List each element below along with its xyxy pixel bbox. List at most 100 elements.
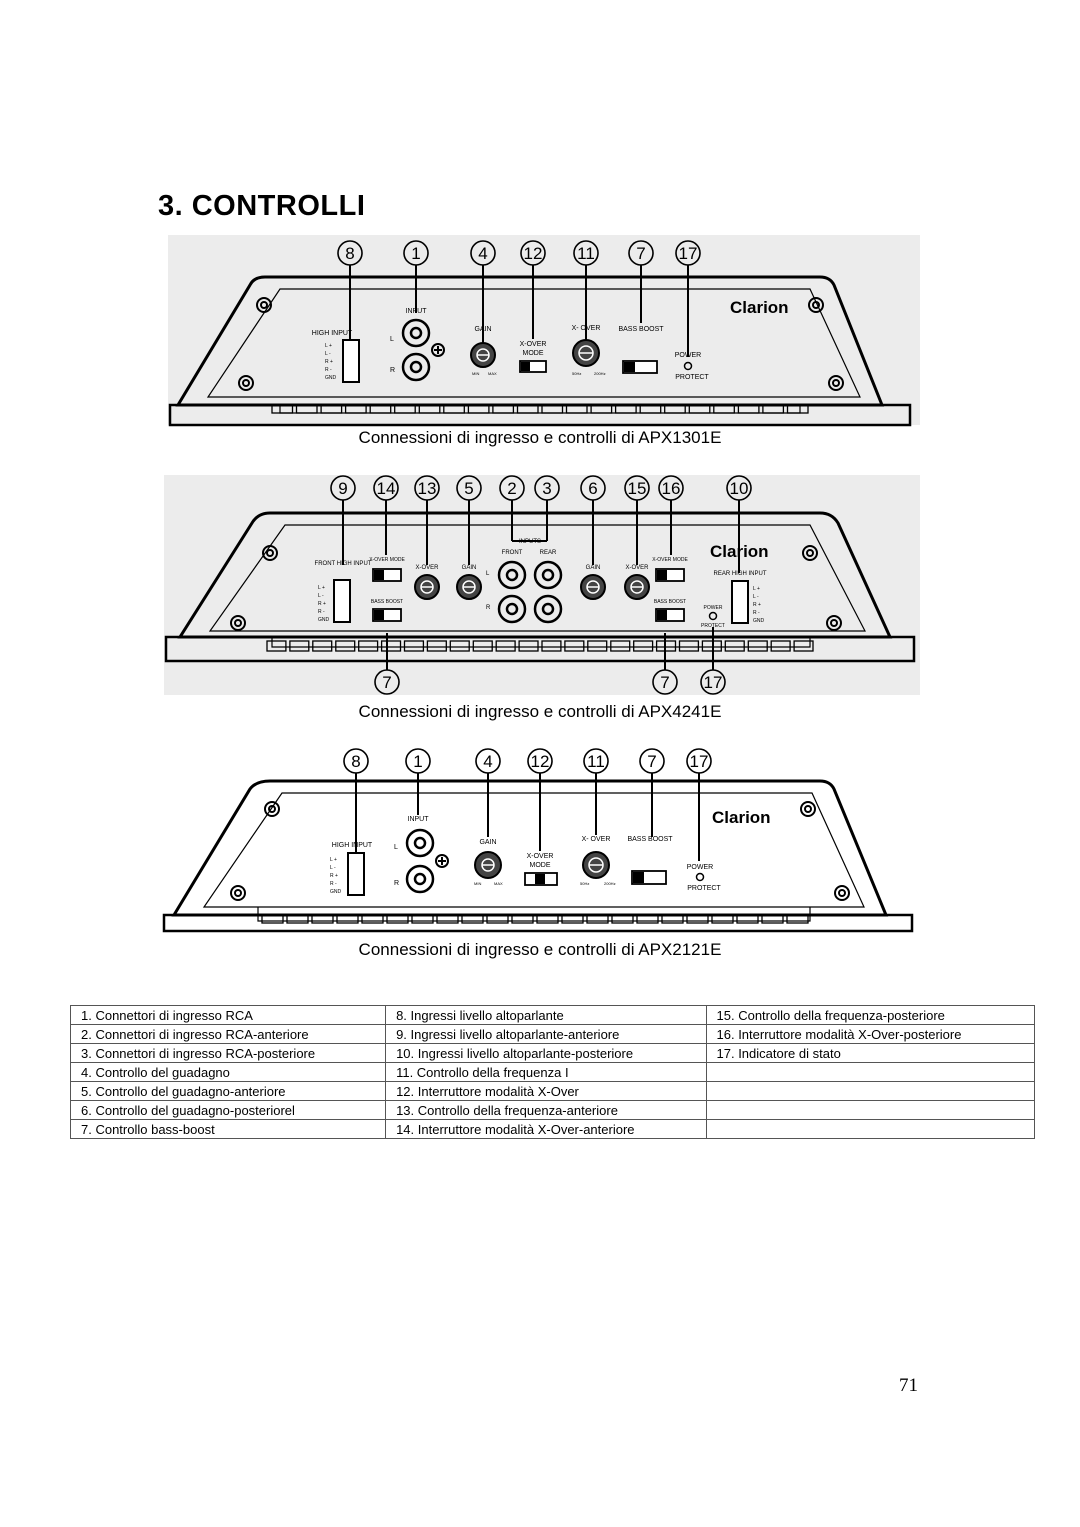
- vent-slot: [610, 640, 631, 652]
- front-gain-knob[interactable]: [456, 574, 482, 600]
- vent-slot: [461, 914, 484, 924]
- caption-apx2121e: Connessioni di ingresso e controlli di A…: [358, 940, 722, 959]
- legend-cell: 3. Connettori di ingresso RCA-posteriore: [69, 1043, 387, 1063]
- rear-xover-label: X-OVER: [625, 565, 649, 571]
- rear-frequency-knob[interactable]: [624, 574, 650, 600]
- freq-hi-label: 200Hz: [594, 371, 606, 376]
- xover-mode-switch[interactable]: [519, 360, 547, 373]
- front-xover-mode-switch[interactable]: [372, 568, 402, 582]
- amplifier-panel-drawing: 8 1 4 12 11 7 17 HIGH INPUT L + L - R + …: [168, 235, 920, 427]
- xover-mode-switch[interactable]: [524, 872, 558, 886]
- power-led-icon: [695, 872, 705, 882]
- high-input-pin-labels: L + L - R + R - GND: [325, 343, 337, 381]
- rca-jack-left[interactable]: [401, 318, 431, 348]
- xover-frequency-knob[interactable]: [582, 851, 610, 879]
- callout-4: 4: [475, 748, 501, 774]
- gain-min-label: MIN: [474, 881, 481, 886]
- front-high-input-connector[interactable]: [333, 579, 351, 623]
- rear-bass-boost-label: BASS BOOST: [654, 599, 686, 605]
- vent-slot: [418, 404, 441, 414]
- vent-slot: [586, 914, 609, 924]
- svg-text:L -: L -: [318, 593, 324, 599]
- vent-slots: [266, 640, 814, 652]
- inputs-l-label: L: [486, 571, 490, 577]
- inputs-label: INPUTS: [519, 539, 541, 545]
- callout-13: 13: [414, 475, 440, 501]
- rca-rear-right[interactable]: [533, 594, 563, 624]
- vent-slot: [686, 914, 709, 924]
- rear-high-input-label: REAR HIGH INPUT: [713, 571, 766, 577]
- legend-cell: 17. Indicatore di stato: [705, 1043, 1036, 1063]
- legend-cell: 11. Controllo della frequenza I: [385, 1062, 707, 1082]
- legend-cell: 9. Ingressi livello altoparlante-anterio…: [385, 1024, 707, 1044]
- gain-knob[interactable]: [470, 342, 496, 368]
- svg-text:GND: GND: [753, 618, 765, 624]
- vent-slot: [511, 914, 534, 924]
- vent-slot: [486, 914, 509, 924]
- front-frequency-knob[interactable]: [414, 574, 440, 600]
- callout-14: 14: [373, 475, 399, 501]
- vent-slot: [336, 914, 359, 924]
- mounting-screws: [230, 801, 850, 901]
- svg-text:12: 12: [524, 244, 543, 263]
- vent-slot: [266, 640, 287, 652]
- caption-apx1301e: Connessioni di ingresso e controlli di A…: [358, 428, 722, 447]
- xover-freq-label: X- OVER: [572, 325, 601, 332]
- rca-jack-right[interactable]: [405, 864, 435, 894]
- rca-jack-right[interactable]: [401, 352, 431, 382]
- high-input-connector[interactable]: [347, 852, 365, 896]
- vent-slot: [701, 640, 722, 652]
- svg-text:5: 5: [464, 479, 473, 498]
- vent-slot: [295, 404, 318, 414]
- vent-slot: [436, 914, 459, 924]
- gain-max-label: MAX: [488, 371, 497, 376]
- svg-text:R +: R +: [325, 359, 333, 365]
- callout-17: 17: [700, 669, 726, 695]
- svg-text:L +: L +: [318, 585, 325, 591]
- vent-slot: [320, 404, 343, 414]
- bass-boost-switch[interactable]: [622, 360, 658, 374]
- xover-mode-label: X-OVER: [520, 341, 547, 348]
- front-label: FRONT: [502, 550, 523, 556]
- vent-slot: [403, 640, 425, 652]
- bass-boost-switch[interactable]: [631, 870, 667, 885]
- gain-knob[interactable]: [474, 851, 502, 879]
- svg-text:7: 7: [647, 752, 656, 771]
- rear-xover-mode-switch[interactable]: [655, 568, 685, 582]
- rear-bass-boost-switch[interactable]: [655, 608, 685, 622]
- amplifier-panel-drawing: 9 14 13 5 2 3 6 15 16 10 7 7 17 FRONT HI…: [164, 475, 920, 695]
- amplifier-diagram-apx2121e: 8 1 4 12 11 7 17 HIGH INPUT L + L - R + …: [160, 745, 920, 935]
- rca-rear-left[interactable]: [533, 560, 563, 590]
- vent-slot: [761, 914, 784, 924]
- vent-slot: [286, 914, 309, 924]
- vent-slot: [358, 640, 379, 652]
- legend-cell: 12. Interruttore modalità X-Over: [385, 1081, 707, 1101]
- rca-front-left[interactable]: [497, 560, 527, 590]
- svg-text:7: 7: [660, 673, 669, 692]
- vent-slot: [495, 640, 516, 652]
- clarion-logo: Clarion: [730, 298, 789, 317]
- xover-frequency-knob[interactable]: [572, 339, 600, 367]
- ground-screw-icon: [431, 343, 445, 357]
- rear-high-input-connector[interactable]: [731, 580, 749, 624]
- rear-gain-knob[interactable]: [580, 574, 606, 600]
- rca-front-right[interactable]: [497, 594, 527, 624]
- callout-8: 8: [343, 748, 369, 774]
- vent-slot: [736, 914, 759, 924]
- chassis: [164, 511, 916, 663]
- svg-text:L -: L -: [753, 594, 759, 600]
- rca-jack-left[interactable]: [405, 828, 435, 858]
- freq-lo-label: 50Hz: [580, 881, 589, 886]
- vent-slot: [449, 640, 470, 652]
- callout-16: 16: [658, 475, 684, 501]
- svg-text:R -: R -: [325, 367, 332, 373]
- high-input-connector[interactable]: [342, 339, 360, 383]
- vent-slot: [369, 404, 392, 414]
- legend-cell: 16. Interruttore modalità X-Over-posteri…: [705, 1024, 1036, 1044]
- power-label: POWER: [687, 864, 713, 871]
- front-bass-boost-switch[interactable]: [372, 608, 402, 622]
- callout-10: 10: [726, 475, 752, 501]
- svg-text:11: 11: [587, 752, 605, 771]
- callout-markers: 9 14 13 5 2 3 6 15 16 10 7 7 17: [330, 475, 752, 695]
- svg-text:15: 15: [628, 479, 647, 498]
